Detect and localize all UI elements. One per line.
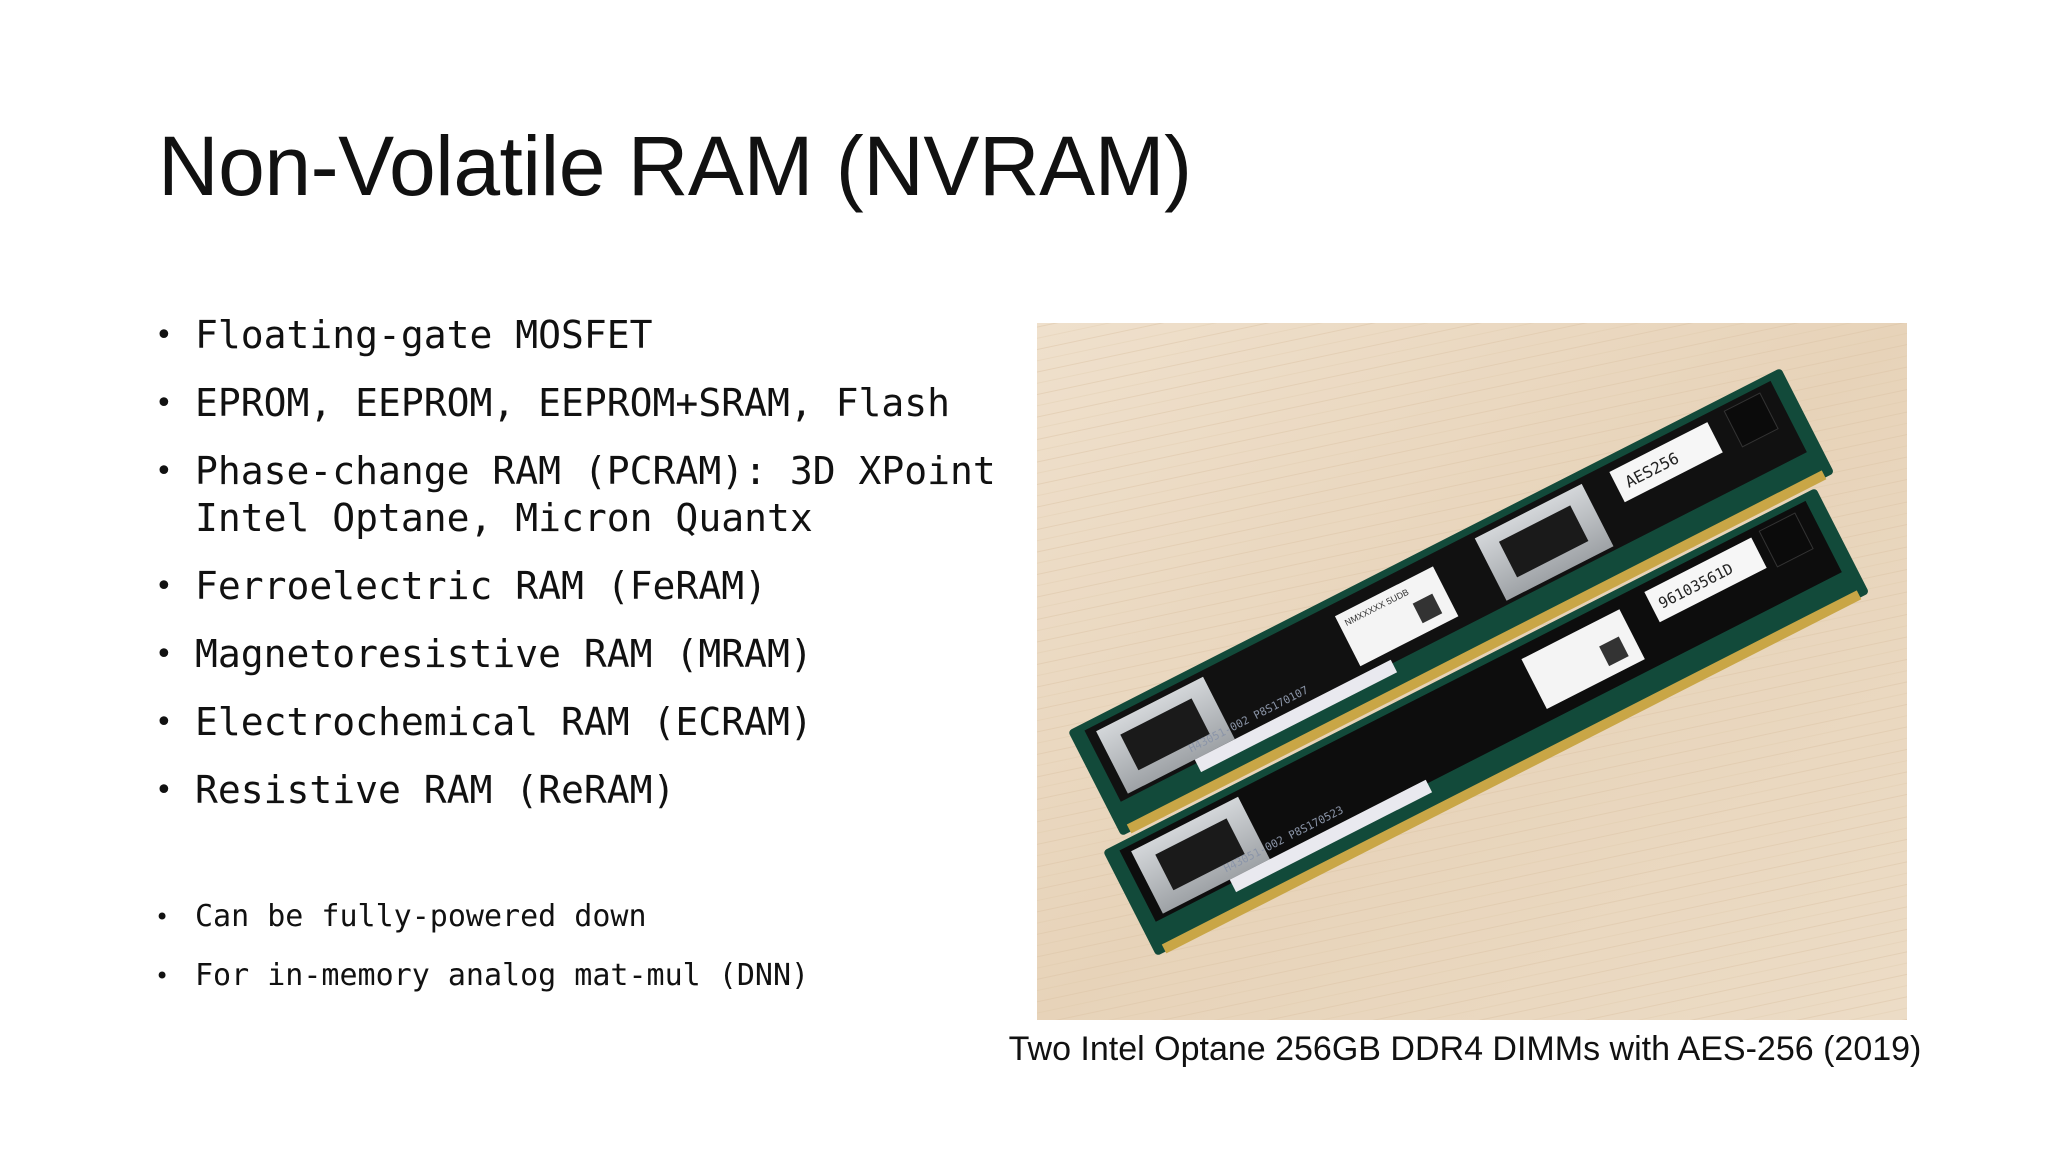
chip-sticker bbox=[1194, 659, 1398, 773]
bullet-text: Magnetoresistive RAM (MRAM) bbox=[195, 632, 813, 676]
bullet-text: EPROM, EEPROM, EEPROM+SRAM, Flash bbox=[195, 381, 950, 425]
serial-label bbox=[1644, 537, 1767, 623]
bullet-text: Ferroelectric RAM (FeRAM) bbox=[195, 564, 767, 608]
qr-code bbox=[1412, 593, 1443, 624]
bullet-list: • Floating-gate MOSFET • EPROM, EEPROM, EE… bbox=[155, 312, 1025, 835]
dimm-illustration: NMXXXXX 5UDB AES256 H43051-002 P8S170107… bbox=[1037, 323, 1907, 1020]
end-connector bbox=[1723, 392, 1779, 448]
gold-contacts bbox=[1161, 590, 1862, 954]
note-item: • Can be fully-powered down bbox=[155, 898, 1025, 936]
bullet-text: Floating-gate MOSFET bbox=[195, 313, 653, 357]
chip-sticker bbox=[1229, 779, 1433, 893]
heatspreader-window bbox=[1498, 505, 1589, 578]
bullet-dot: • bbox=[155, 386, 173, 421]
bullet-text: Electrochemical RAM (ECRAM) bbox=[195, 700, 813, 744]
bullet-dot: • bbox=[155, 569, 173, 604]
qr-code bbox=[1599, 636, 1629, 667]
note-text: For in-memory analog mat-mul (DNN) bbox=[195, 958, 810, 993]
heatspreader-window bbox=[1120, 698, 1210, 771]
product-label bbox=[1521, 609, 1645, 710]
bullet-dot: • bbox=[155, 962, 170, 990]
note-list: • Can be fully-powered down • For in-memor… bbox=[155, 898, 1025, 1016]
bullet-dot: • bbox=[155, 705, 173, 740]
bullet-item: • Ferroelectric RAM (FeRAM) bbox=[155, 563, 1025, 610]
bullet-text: Phase-change RAM (PCRAM): 3D XPoint Inte… bbox=[195, 449, 996, 540]
slide-title: Non-Volatile RAM (NVRAM) bbox=[158, 119, 1192, 213]
bullet-dot: • bbox=[155, 318, 173, 353]
bullet-item: • Electrochemical RAM (ECRAM) bbox=[155, 699, 1025, 746]
note-item: • For in-memory analog mat-mul (DNN) bbox=[155, 957, 1025, 995]
bullet-dot: • bbox=[155, 454, 173, 489]
serial-label bbox=[1609, 422, 1723, 503]
bullet-dot: • bbox=[155, 637, 173, 672]
bullet-item: • Resistive RAM (ReRAM) bbox=[155, 767, 1025, 814]
bullet-dot: • bbox=[155, 903, 170, 931]
image-caption: Two Intel Optane 256GB DDR4 DIMMs with A… bbox=[1008, 1030, 1922, 1068]
bullet-item: • Magnetoresistive RAM (MRAM) bbox=[155, 631, 1025, 678]
bullet-item: • EPROM, EEPROM, EEPROM+SRAM, Flash bbox=[155, 380, 1025, 427]
dimm-module-bottom: 96103561D H43051-002 P8S170523 bbox=[1104, 489, 1868, 955]
bullet-text: Resistive RAM (ReRAM) bbox=[195, 768, 676, 812]
note-text: Can be fully-powered down bbox=[195, 899, 647, 934]
gold-contacts bbox=[1126, 470, 1827, 834]
product-label bbox=[1334, 566, 1459, 667]
end-connector bbox=[1758, 512, 1814, 568]
dimm-module-top: NMXXXXX 5UDB AES256 H43051-002 P8S170107 bbox=[1069, 369, 1833, 835]
bullet-dot: • bbox=[155, 773, 173, 808]
bullet-item: • Phase-change RAM (PCRAM): 3D XPoint Int… bbox=[155, 448, 1025, 542]
bullet-item: • Floating-gate MOSFET bbox=[155, 312, 1025, 359]
optane-dimm-photo: NMXXXXX 5UDB AES256 H43051-002 P8S170107… bbox=[1037, 323, 1907, 1020]
heatspreader-window bbox=[1155, 818, 1245, 891]
